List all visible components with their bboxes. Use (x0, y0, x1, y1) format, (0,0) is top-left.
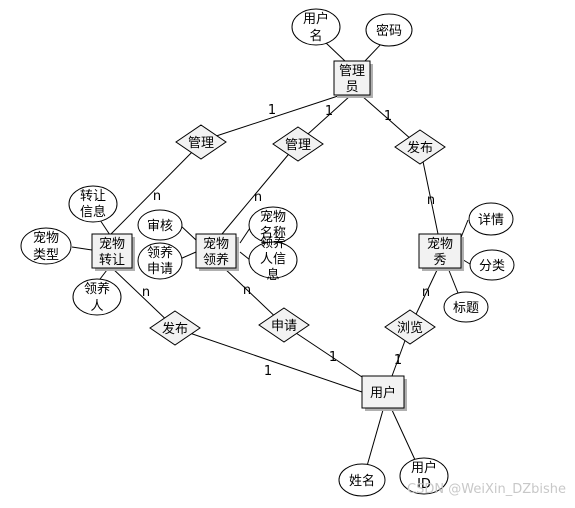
edge-adoptapply-adopt (179, 251, 197, 260)
attribute-username: 用户 名 (291, 8, 341, 46)
cardinality-manage1-transfer: n (153, 189, 161, 204)
edge-password-admin (363, 41, 384, 63)
entity-pet-show: 宠物 秀 (418, 233, 464, 271)
attribute-pet-name-line2: 名称 (260, 225, 286, 241)
edge-adopterinfo-adopt (239, 251, 251, 261)
entity-pet-show-line1: 宠物 (427, 236, 453, 252)
cardinality-admin-publish2: 1 (384, 109, 392, 124)
entity-admin-line1: 管理 (339, 64, 365, 79)
relationship-publish-transfer: 发布 (149, 310, 201, 346)
edge-manage2-adopt (221, 142, 299, 235)
cardinality-apply-user: 1 (329, 350, 337, 365)
entity-pet-adopt-line2: 领养 (203, 252, 229, 268)
entity-admin-line2: 员 (345, 80, 358, 95)
cardinality-publish2-show: n (427, 193, 435, 208)
attribute-pet-type-line2: 类型 (33, 248, 59, 263)
attribute-name-line1: 姓名 (349, 473, 375, 489)
relationship-manage-adopt-label: 管理 (285, 138, 311, 153)
attribute-title: 标题 (443, 291, 489, 323)
relationship-apply-label: 申请 (271, 319, 297, 334)
edge-petname-adopt (239, 227, 251, 244)
attribute-user-id: 用户 ID (399, 457, 449, 495)
attribute-username-line1: 用户 (303, 11, 329, 27)
edge-publish1-user (174, 327, 363, 393)
attribute-category-line1: 分类 (479, 259, 505, 274)
cardinality-show-browse: n (422, 285, 430, 300)
edge-pettype-transfer (71, 246, 93, 251)
entity-pet-adopt-line1: 宠物 (203, 236, 229, 252)
cardinality-manage2-adopt: n (254, 190, 262, 205)
relationship-publish-show: 发布 (394, 129, 446, 165)
attribute-adopter-line2: 人 (90, 299, 103, 314)
relationship-manage-adopt: 管理 (272, 126, 324, 162)
relationship-browse-label: 浏览 (397, 320, 423, 336)
edge-userid-user (391, 409, 417, 463)
entity-pet-transfer: 宠物 转让 (91, 233, 135, 271)
entity-pet-transfer-line2: 转让 (99, 253, 125, 268)
attribute-transfer-info-line2: 信息 (80, 204, 106, 220)
attribute-adopt-apply-line2: 申请 (147, 262, 173, 277)
attribute-pet-type: 宠物 类型 (20, 227, 72, 265)
cardinality-browse-user: 1 (394, 353, 402, 368)
cardinality-publish1-user: 1 (264, 364, 272, 379)
relationship-apply: 申请 (258, 307, 310, 343)
attribute-pet-name: 宠物 名称 (248, 206, 298, 244)
cardinality-labels: 1 1 1 n n n n 1 n 1 n 1 (142, 103, 435, 379)
relationship-browse: 浏览 (384, 309, 436, 345)
edge-manage1-transfer (109, 142, 202, 236)
attribute-review-line1: 审核 (147, 219, 173, 234)
edge-username-admin (324, 41, 347, 63)
edge-review-adopt (179, 224, 197, 241)
attribute-adopter: 领养 人 (72, 278, 122, 316)
entity-user: 用户 (361, 375, 407, 411)
cardinality-adopt-apply: n (243, 283, 251, 298)
edge-transfer-publish1 (109, 265, 176, 329)
cardinality-admin-manage2: 1 (325, 104, 333, 119)
attribute-adopter-info-line1: 领养 (260, 235, 286, 251)
entity-pet-show-line2: 秀 (433, 253, 446, 268)
entity-pet-transfer-line1: 宠物 (99, 236, 125, 252)
attribute-user-id-line2: ID (417, 477, 431, 492)
attribute-password-line1: 密码 (376, 23, 402, 39)
attribute-pet-name-line1: 宠物 (260, 209, 286, 225)
attribute-details-line1: 详情 (478, 213, 504, 228)
relationship-publish-transfer-label: 发布 (162, 321, 188, 337)
entity-admin: 管理 员 (333, 60, 373, 98)
attribute-password: 密码 (365, 13, 413, 47)
attribute-transfer-info: 转让 信息 (68, 185, 118, 223)
attribute-category: 分类 (469, 249, 515, 281)
entity-pet-adopt: 宠物 领养 (195, 233, 239, 271)
attribute-adopter-info-line3: 息 (266, 267, 279, 283)
attribute-adopt-apply-line1: 领养 (147, 245, 173, 261)
watermark: CSDN @WeiXin_DZbishe (407, 482, 566, 497)
attribute-transfer-info-line1: 转让 (80, 189, 106, 204)
attribute-adopter-info-line2: 人信 (260, 252, 286, 267)
relationship-manage-transfer: 管理 (175, 124, 227, 160)
attribute-user-id-line1: 用户 (411, 460, 437, 476)
cardinality-transfer-publish1: n (142, 285, 150, 300)
attribute-adopter-info: 领养 人信 息 (248, 235, 298, 283)
relationship-publish-show-label: 发布 (407, 140, 433, 156)
edge-name-user (366, 409, 384, 467)
attribute-username-line2: 名 (309, 28, 322, 44)
relationship-manage-transfer-label: 管理 (188, 136, 214, 151)
entity-user-line1: 用户 (370, 385, 396, 401)
edge-title-show (447, 267, 459, 294)
cardinality-admin-manage1: 1 (268, 103, 276, 118)
attribute-pet-type-line1: 宠物 (33, 230, 59, 246)
attribute-review: 审核 (137, 209, 183, 241)
attribute-name: 姓名 (338, 463, 386, 497)
edge-admin-manage1 (200, 95, 339, 142)
attribute-adopter-line1: 领养 (84, 281, 110, 297)
attribute-details: 详情 (468, 202, 514, 236)
attribute-title-line1: 标题 (453, 301, 479, 316)
attribute-adopt-apply: 领养 申请 (137, 242, 183, 280)
